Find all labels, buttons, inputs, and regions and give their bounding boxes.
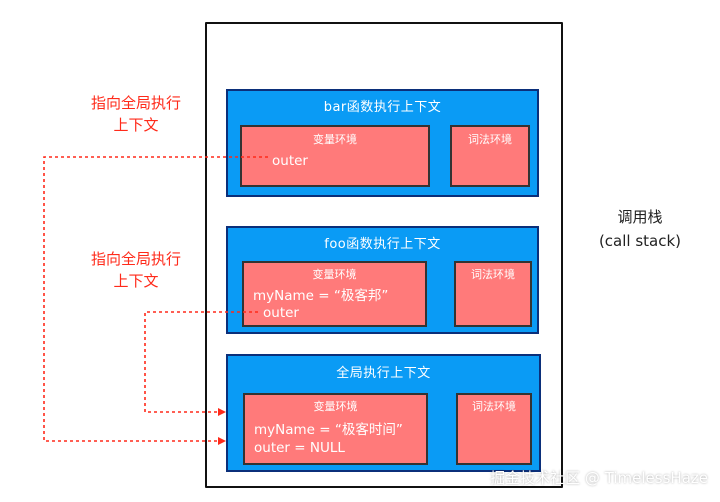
global-lexical-environment: 词法环境 [456, 393, 532, 465]
bar-outer-annotation: 指向全局执行 上下文 [84, 92, 188, 136]
global-variable-environment: 变量环境 myName = “极客时间” outer = NULL [243, 393, 428, 465]
watermark-text: 掘金技术社区 @ TimelessHaze [490, 469, 708, 487]
foo-execution-context: foo函数执行上下文 变量环境 myName = “极客邦” outer 词法环… [226, 226, 539, 334]
foo-variable-environment: 变量环境 myName = “极客邦” outer [242, 261, 427, 327]
bar-outer-annotation-line2: 上下文 [113, 116, 159, 134]
global-context-title: 全局执行上下文 [336, 366, 431, 381]
foo-variable-env-title: 变量环境 [312, 268, 357, 281]
bar-lexical-env-title: 词法环境 [468, 133, 512, 146]
bar-outer-field: outer [272, 153, 308, 169]
foo-myname-field: myName = “极客邦” [253, 288, 389, 304]
bar-outer-annotation-line1: 指向全局执行 [90, 94, 181, 112]
bar-outer-arrow [43, 156, 268, 445]
call-stack-label-line2: (call stack) [598, 232, 682, 250]
bar-lexical-environment: 词法环境 [450, 125, 530, 187]
call-stack-frame [205, 22, 563, 488]
global-execution-context: 全局执行上下文 变量环境 myName = “极客时间” outer = NUL… [226, 354, 541, 472]
global-myname-field: myName = “极客时间” [254, 422, 403, 438]
global-outer-field: outer = NULL [254, 440, 345, 456]
global-lexical-env-title: 词法环境 [472, 400, 516, 413]
bar-context-title: bar函数执行上下文 [323, 100, 442, 115]
foo-context-title: foo函数执行上下文 [324, 237, 441, 252]
call-stack-label: 调用栈 (call stack) [580, 205, 700, 253]
foo-lexical-environment: 词法环境 [454, 261, 532, 327]
foo-outer-annotation-line1: 指向全局执行 [90, 250, 181, 268]
bar-variable-environment: 变量环境 outer [240, 125, 430, 187]
foo-outer-field: outer [263, 305, 299, 321]
foo-lexical-env-title: 词法环境 [471, 268, 515, 281]
call-stack-label-line1: 调用栈 [617, 208, 663, 226]
global-variable-env-title: 变量环境 [313, 400, 358, 413]
foo-outer-annotation-line2: 上下文 [113, 272, 159, 290]
foo-outer-arrow [144, 311, 258, 416]
foo-outer-annotation: 指向全局执行 上下文 [84, 248, 188, 292]
bar-execution-context: bar函数执行上下文 变量环境 outer 词法环境 [226, 89, 539, 197]
bar-variable-env-title: 变量环境 [313, 133, 357, 146]
